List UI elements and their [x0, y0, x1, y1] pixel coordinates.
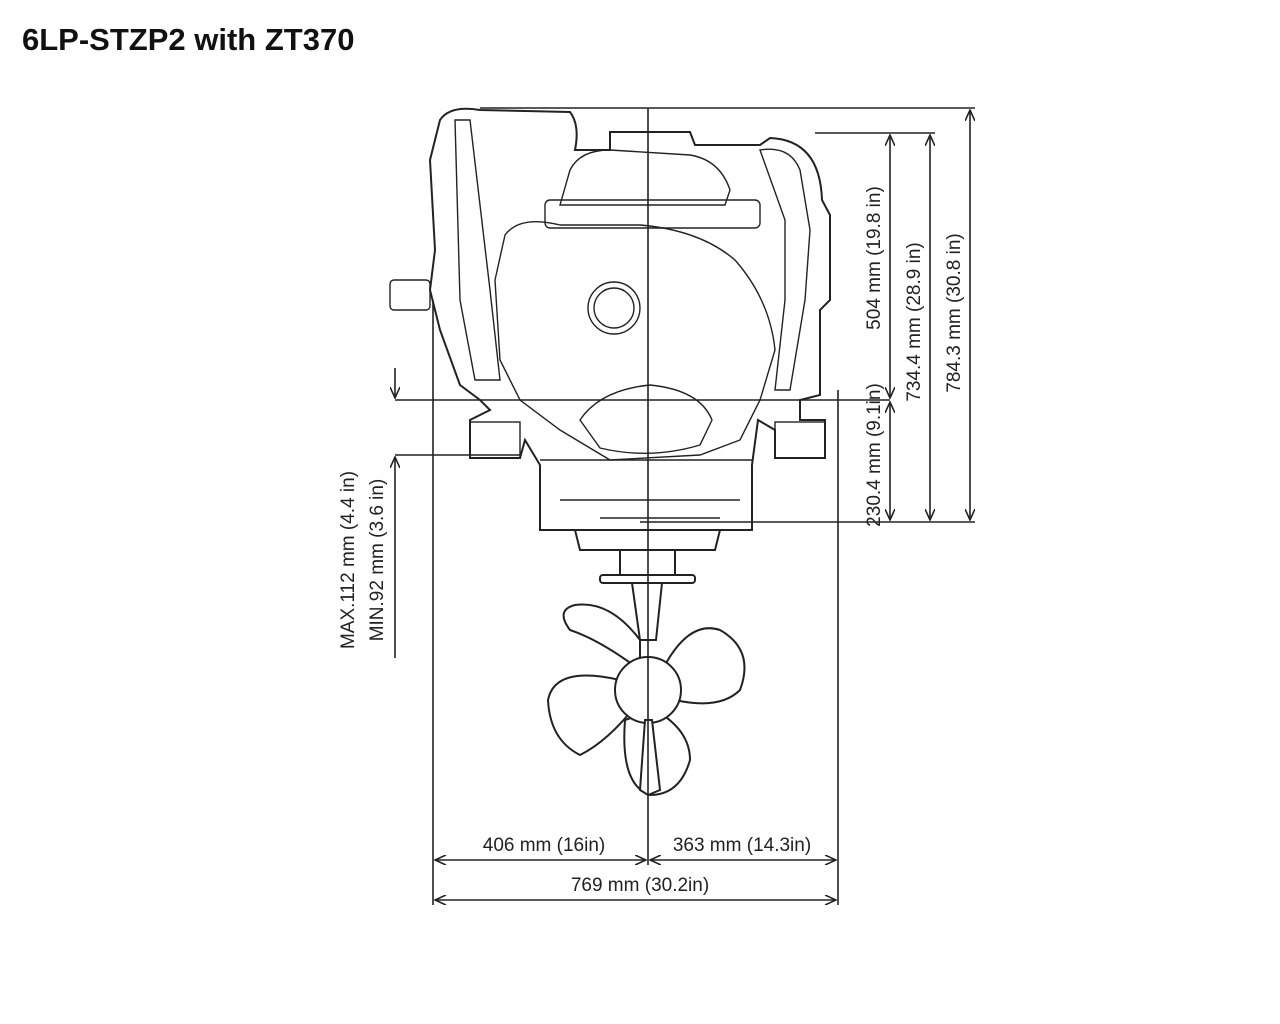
page-title: 6LP-STZP2 with ZT370: [22, 22, 355, 57]
label-height-mid: 734.4 mm (28.9 in): [904, 242, 925, 401]
label-tilt-max: MAX.112 mm (4.4 in): [338, 471, 359, 649]
propeller: [546, 603, 746, 797]
label-width-left: 406 mm (16in): [483, 835, 606, 856]
label-height-upper: 504 mm (19.8 in): [864, 186, 885, 330]
label-height-total: 784.3 mm (30.8 in): [944, 233, 965, 392]
extension-lines: [395, 107, 975, 905]
label-width-total: 769 mm (30.2in): [571, 875, 709, 896]
engine-outline: [389, 107, 831, 641]
label-tilt-min: MIN.92 mm (3.6 in): [367, 479, 388, 642]
label-height-lower: 230.4 mm (9.1in): [864, 383, 885, 527]
label-width-right: 363 mm (14.3in): [673, 835, 811, 856]
